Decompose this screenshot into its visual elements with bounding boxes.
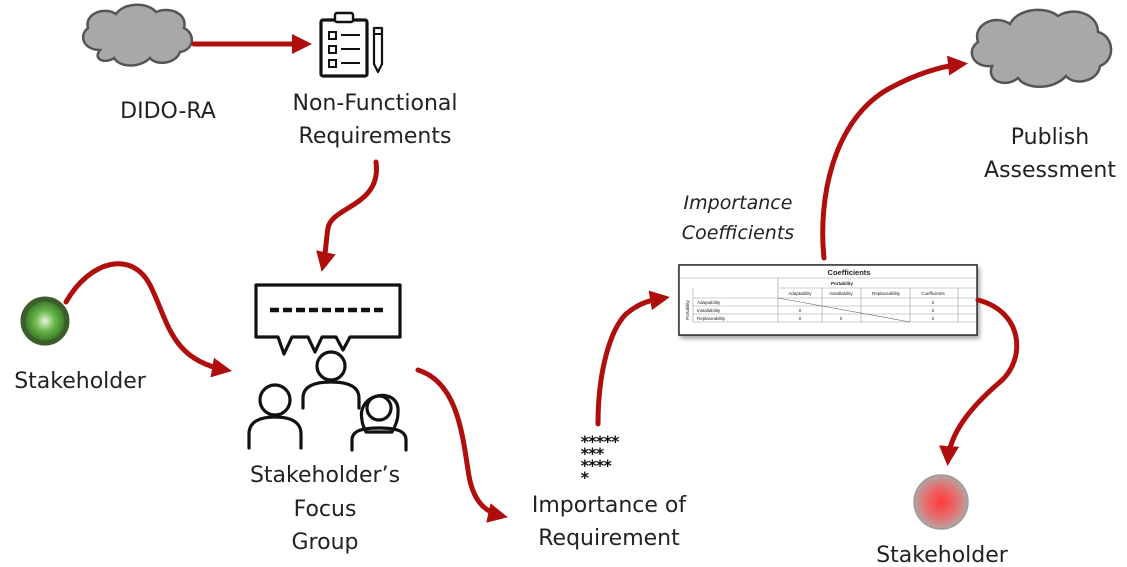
stakeholder-right-icon — [913, 474, 969, 530]
table-cell: 0 — [932, 316, 935, 321]
star-row: **** — [580, 456, 612, 475]
checklist-icon — [319, 11, 384, 78]
table-col-header: Adaptability — [788, 291, 812, 296]
table-row-label: Installability — [697, 308, 721, 313]
publish-cloud-icon — [970, 8, 1113, 88]
focus-group-icon — [247, 283, 408, 452]
table-cell: 0 — [840, 316, 843, 321]
star-row: *** — [580, 444, 604, 463]
table-group-header: Portability — [831, 281, 854, 286]
table-row-label: Replaceability — [697, 316, 726, 321]
speech-bubble-icon — [254, 283, 402, 356]
arrow-nfr-to-focus — [316, 159, 379, 272]
publish-label-line2: Assessment — [984, 158, 1116, 183]
table-side-label: Portability — [685, 299, 690, 320]
nfr-label-line1: Non-Functional — [293, 91, 458, 116]
dido-ra-label: DIDO-RA — [120, 99, 216, 124]
dido-ra-cloud-icon — [81, 3, 193, 67]
table-col-header: Coefficients — [921, 291, 945, 296]
focus-group-label-line1: Stakeholder’s — [250, 463, 400, 488]
arrow-stakeholder-to-focus — [63, 261, 232, 378]
table-title: Coefficients — [828, 268, 871, 277]
star-row: ***** — [580, 432, 620, 451]
importance-stars: ***** *** **** * — [580, 432, 622, 487]
table-cell: 0 — [932, 300, 935, 305]
focus-group-label-line2: Focus — [294, 497, 357, 522]
arrow-importance-to-table — [595, 290, 670, 427]
publish-label-line1: Publish — [1011, 125, 1089, 150]
arrow-focus-to-importance — [415, 367, 508, 523]
table-cell: 0 — [799, 308, 802, 313]
arrow-table-to-publish — [820, 55, 968, 261]
table-col-header: Installability — [829, 291, 853, 296]
stakeholder-left-label: Stakeholder — [14, 369, 147, 394]
stakeholder-right-label: Stakeholder — [876, 543, 1009, 567]
star-row: * — [580, 468, 589, 487]
stakeholder-left-icon — [20, 296, 70, 346]
coefficients-table-icon: Coefficients Portability Adaptability In… — [678, 264, 978, 336]
focus-group-label-line3: Group — [292, 530, 359, 555]
table-row-label: Adaptability — [697, 300, 721, 305]
coefficients-label-line1: Importance — [684, 192, 793, 214]
arrow-table-to-stakeholder — [939, 297, 1020, 466]
importance-label-line1: Importance of — [532, 493, 688, 518]
table-cell: 0 — [932, 308, 935, 313]
table-cell: 0 — [799, 316, 802, 321]
table-col-header: Replaceability — [872, 291, 901, 296]
importance-label-line2: Requirement — [538, 526, 680, 551]
coefficients-label-line2: Coefficients — [682, 222, 794, 244]
nfr-label-line2: Requirements — [299, 124, 452, 149]
